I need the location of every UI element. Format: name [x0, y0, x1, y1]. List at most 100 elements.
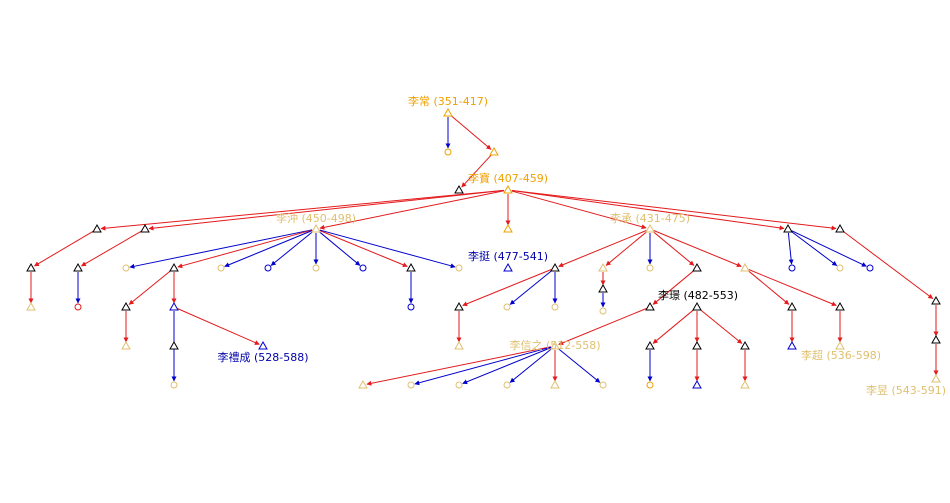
node-b31	[550, 262, 560, 272]
edge-xin-c66	[557, 348, 601, 383]
node-b37	[836, 264, 844, 272]
node-chong	[311, 223, 321, 233]
label-li-chong: 李沖 (450-498)	[276, 211, 356, 225]
edge-b31-b42	[509, 270, 553, 305]
label-li-ting: 李挺 (477-541)	[468, 249, 548, 263]
node-b51	[454, 340, 464, 350]
node-c61	[358, 379, 368, 389]
node-a38	[359, 264, 367, 272]
node-b33	[646, 264, 654, 272]
node-a44	[169, 301, 179, 311]
node-a53	[258, 340, 268, 350]
edge-ta1-a31	[34, 230, 94, 267]
label-li-yu: 李昱 (543-591)	[866, 383, 946, 397]
edge-chong-a34	[177, 229, 313, 269]
node-b43	[551, 303, 559, 311]
node-b36	[788, 264, 796, 272]
node-a51	[121, 340, 131, 350]
node-a33	[122, 264, 130, 272]
edge-b46-b52	[652, 309, 695, 344]
node-ta2	[140, 223, 150, 233]
node-xin	[550, 340, 560, 350]
node-b53	[692, 340, 702, 350]
edge-bao2-ta1	[100, 189, 505, 231]
node-ta1	[92, 223, 102, 233]
edge-b35-b48	[748, 269, 837, 307]
node-b44	[598, 283, 608, 293]
node-b61	[646, 381, 654, 389]
node-c1	[444, 148, 452, 156]
node-c66	[599, 381, 607, 389]
edge-xin-c63	[462, 347, 552, 385]
node-yu3	[931, 373, 941, 383]
node-c62	[407, 381, 415, 389]
edge-tr2-yu1	[842, 230, 934, 300]
node-b35	[740, 262, 750, 272]
edge-bao2-ta2	[148, 189, 505, 231]
edge-bao2-tr2	[511, 189, 837, 231]
node-b32	[598, 262, 608, 272]
edge-xin-c64	[509, 348, 553, 383]
edge-bao2-chong	[319, 190, 505, 230]
node-c64	[503, 381, 511, 389]
edge-chong-a33	[129, 229, 313, 269]
node-a41	[26, 301, 36, 311]
node-b56	[835, 340, 845, 350]
label-li-jing: 李璟 (482-553)	[658, 288, 738, 302]
edge-bao2-cheng	[511, 190, 647, 230]
node-yu2	[931, 334, 941, 344]
node-bao	[489, 146, 499, 156]
edge-b31-b41	[462, 269, 552, 307]
node-l2a	[454, 184, 464, 194]
label-li-chang: 李常 (351-417)	[408, 94, 488, 108]
node-a36	[264, 264, 272, 272]
node-cheng	[645, 223, 655, 233]
node-a42	[74, 303, 82, 311]
edge-tr1-b36	[787, 232, 794, 265]
node-a61	[170, 381, 178, 389]
node-tr2	[835, 223, 845, 233]
node-c63	[455, 381, 463, 389]
node-b54	[740, 340, 750, 350]
node-tr1	[783, 223, 793, 233]
node-a52	[169, 340, 179, 350]
node-ting	[503, 223, 513, 233]
node-a39	[406, 262, 416, 272]
node-b62	[692, 379, 702, 389]
label-li-xinzhi: 李信之 (512-558)	[509, 338, 600, 352]
edge-xin-c62	[414, 346, 552, 386]
node-b48	[835, 301, 845, 311]
node-b41	[454, 301, 464, 311]
edge-jing-xin	[558, 308, 647, 346]
label-li-cheng: 李承 (431-475)	[610, 211, 690, 225]
edge-chong-a36	[270, 231, 314, 266]
edge-chang-bao	[450, 115, 492, 150]
label-li-licheng: 李禮成 (528-588)	[217, 350, 308, 364]
node-a43	[121, 301, 131, 311]
edge-cheng-b31	[558, 230, 647, 268]
edge-xin-c61	[366, 346, 552, 386]
labels-layer: 李常 (351-417) 李寶 (407-459) 李沖 (450-498) 李…	[217, 94, 946, 397]
node-b42	[503, 303, 511, 311]
edge-chong-a35	[224, 230, 313, 268]
edge-cheng-b32	[605, 231, 648, 266]
edge-tr1-b37	[790, 230, 838, 267]
node-a35	[217, 264, 225, 272]
node-a45	[407, 303, 415, 311]
node-a32	[73, 262, 83, 272]
edge-chong-a39	[319, 230, 408, 268]
node-a34	[169, 262, 179, 272]
edge-b46-b54	[699, 309, 743, 344]
edge-ta2-a32	[81, 230, 142, 267]
nodes-layer	[26, 107, 941, 389]
edge-b35-b47	[747, 270, 790, 305]
node-b52	[645, 340, 655, 350]
node-bao2	[503, 184, 513, 194]
edge-cheng-b35	[653, 230, 742, 268]
node-a37	[312, 264, 320, 272]
edges-layer	[28, 115, 939, 386]
edge-a34-a43	[128, 270, 172, 305]
edge-tr1-b38	[791, 230, 867, 267]
